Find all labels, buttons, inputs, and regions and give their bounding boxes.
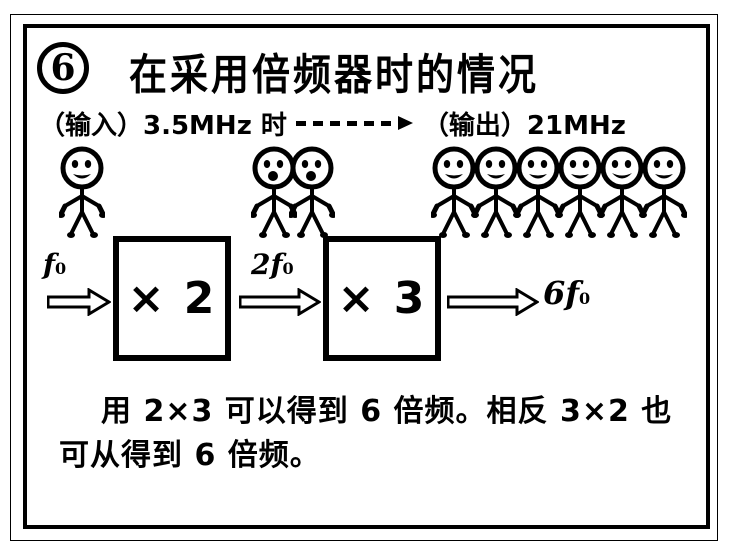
output-signal-subscript: 0	[579, 289, 591, 308]
frequency-line: （输入）3.5MHz 时 （输出）21MHz	[39, 106, 699, 141]
output-signal-symbol: 6f	[543, 274, 580, 312]
output-frequency-label: （输出）21MHz	[422, 110, 626, 141]
intermediate-signal-subscript: 0	[282, 259, 294, 278]
input-signal-label: f0	[43, 248, 66, 281]
stick-figure-icon	[57, 146, 107, 238]
input-signal-symbol: f	[43, 248, 56, 281]
multiplier-block-diagram: f0 × 2 2f0 × 3	[27, 226, 706, 376]
stick-figure-icon	[287, 146, 337, 238]
caption-line-2: 可从得到 6 倍频。	[59, 438, 321, 473]
stick-figure-icon	[597, 146, 647, 238]
intermediate-signal-symbol: 2f	[251, 248, 283, 281]
outer-border	[10, 14, 718, 541]
input-arrow-icon	[46, 287, 112, 317]
inner-border: 6 在采用倍频器时的情况 （输入）3.5MHz 时 （输出）21MHz	[23, 24, 710, 529]
caption-line-1: 用 2×3 可以得到 6 倍频。相反 3×2 也	[101, 394, 673, 429]
tripler-block: × 3	[323, 236, 441, 361]
page-title: 在采用倍频器时的情况	[129, 50, 540, 100]
input-person-group	[57, 146, 119, 238]
stick-figure-icon	[513, 146, 563, 238]
figure-number-badge: 6	[37, 42, 89, 94]
intermediate-arrow-icon	[238, 287, 322, 317]
stick-figure-icon	[471, 146, 521, 238]
input-signal-subscript: 0	[55, 259, 67, 278]
stick-figure-icon	[429, 146, 479, 238]
dashed-arrow-icon	[295, 116, 416, 130]
doubled-person-group	[249, 146, 361, 238]
stick-figure-icon	[249, 146, 299, 238]
sextupled-person-group	[429, 146, 689, 238]
header-row: 6 在采用倍频器时的情况	[27, 40, 706, 102]
output-signal-label: 6f0	[543, 274, 590, 312]
intermediate-signal-label: 2f0	[251, 248, 294, 281]
stick-figure-icon	[555, 146, 605, 238]
input-frequency-label: （输入）3.5MHz 时	[39, 110, 287, 141]
output-arrow-icon	[446, 287, 540, 317]
caption-block: 用 2×3 可以得到 6 倍频。相反 3×2 也 可从得到 6 倍频。	[49, 390, 695, 478]
stick-figures-layer	[27, 146, 706, 238]
doubler-block: × 2	[113, 236, 231, 361]
stick-figure-icon	[639, 146, 689, 238]
